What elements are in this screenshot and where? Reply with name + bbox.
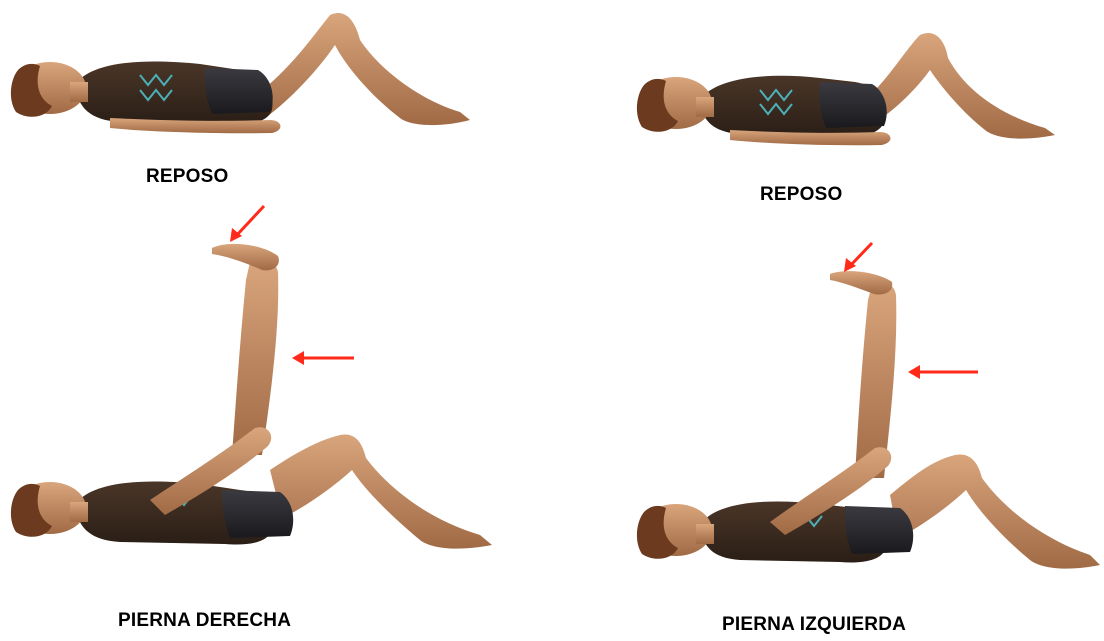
figure-rest-left — [11, 13, 470, 133]
arrow-foot-right — [844, 243, 872, 272]
figure-left-leg-raised — [637, 271, 1100, 568]
label-rest-right: REPOSO — [760, 184, 843, 206]
label-left-leg: PIERNA IZQUIERDA — [722, 614, 906, 636]
label-right-leg: PIERNA DERECHA — [118, 610, 291, 632]
figure-rest-right — [637, 33, 1055, 145]
arrow-knee-left — [292, 351, 354, 365]
label-rest-left: REPOSO — [146, 166, 229, 188]
figure-right-leg-raised — [11, 244, 492, 549]
arrow-knee-right — [908, 365, 978, 379]
arrow-foot-left — [230, 206, 264, 242]
